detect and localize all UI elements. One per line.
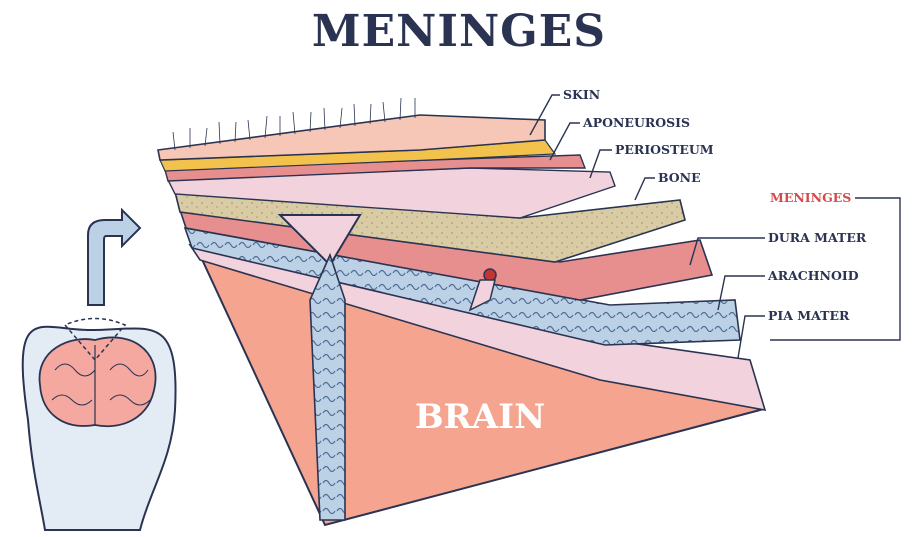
vessel (483, 268, 497, 282)
label-aponeurosis: APONEUROSIS (582, 115, 690, 130)
label-bone: BONE (658, 170, 701, 185)
midline-cleft (309, 252, 346, 521)
label-dura-mater: DURA MATER (768, 230, 867, 245)
label-pia-mater: PIA MATER (768, 308, 850, 323)
brain-label: BRAIN (415, 397, 545, 437)
diagram-title: MENINGES (311, 6, 607, 57)
head-locator-icon (21, 317, 177, 531)
skin-layer (157, 114, 546, 161)
leader-lines (529, 94, 901, 359)
label-periosteum: PERIOSTEUM (615, 142, 714, 157)
label-skin: SKIN (563, 87, 600, 102)
arrow-icon (87, 207, 142, 306)
falx (277, 214, 362, 267)
label-meninges-heading: MENINGES (770, 190, 851, 205)
layer-block (157, 97, 767, 527)
label-arachnoid: ARACHNOID (767, 268, 859, 283)
